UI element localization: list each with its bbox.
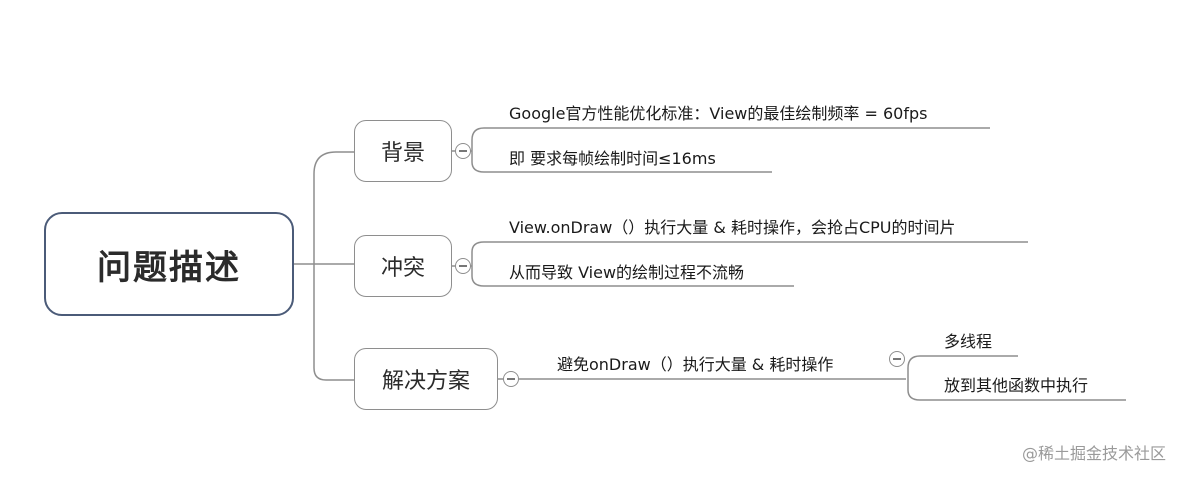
- branch-label: 背景: [380, 141, 425, 166]
- topic-label[interactable]: Google官方性能优化标准：View的最佳绘制频率 = 60fps: [509, 104, 928, 123]
- topic-label[interactable]: 即 要求每帧绘制时间≤16ms: [509, 149, 716, 168]
- topic-label[interactable]: View.onDraw（）执行大量 & 耗时操作，会抢占CPU的时间片: [509, 218, 956, 237]
- watermark: @稀土掘金技术社区: [1022, 444, 1167, 463]
- topic-label[interactable]: 避免onDraw（）执行大量 & 耗时操作: [557, 355, 834, 374]
- branch-node-background[interactable]: 背景: [354, 120, 452, 182]
- root-node[interactable]: 问题描述: [44, 212, 294, 316]
- branch-node-conflict[interactable]: 冲突: [354, 235, 452, 297]
- collapse-icon[interactable]: [889, 351, 905, 367]
- collapse-icon[interactable]: [455, 258, 471, 274]
- topic-label[interactable]: 从而导致 View的绘制过程不流畅: [509, 263, 745, 282]
- branch-label: 解决方案: [381, 369, 470, 394]
- collapse-icon[interactable]: [503, 371, 519, 387]
- root-label: 问题描述: [97, 247, 241, 288]
- subtopic-label[interactable]: 多线程: [944, 332, 993, 351]
- root-trunk-line: [294, 151, 354, 381]
- subchild-connector: [878, 355, 1126, 401]
- subtopic-label[interactable]: 放到其他函数中执行: [944, 376, 1089, 395]
- branch-label: 冲突: [380, 256, 425, 281]
- branch-node-solution[interactable]: 解决方案: [354, 348, 498, 410]
- collapse-icon[interactable]: [455, 143, 471, 159]
